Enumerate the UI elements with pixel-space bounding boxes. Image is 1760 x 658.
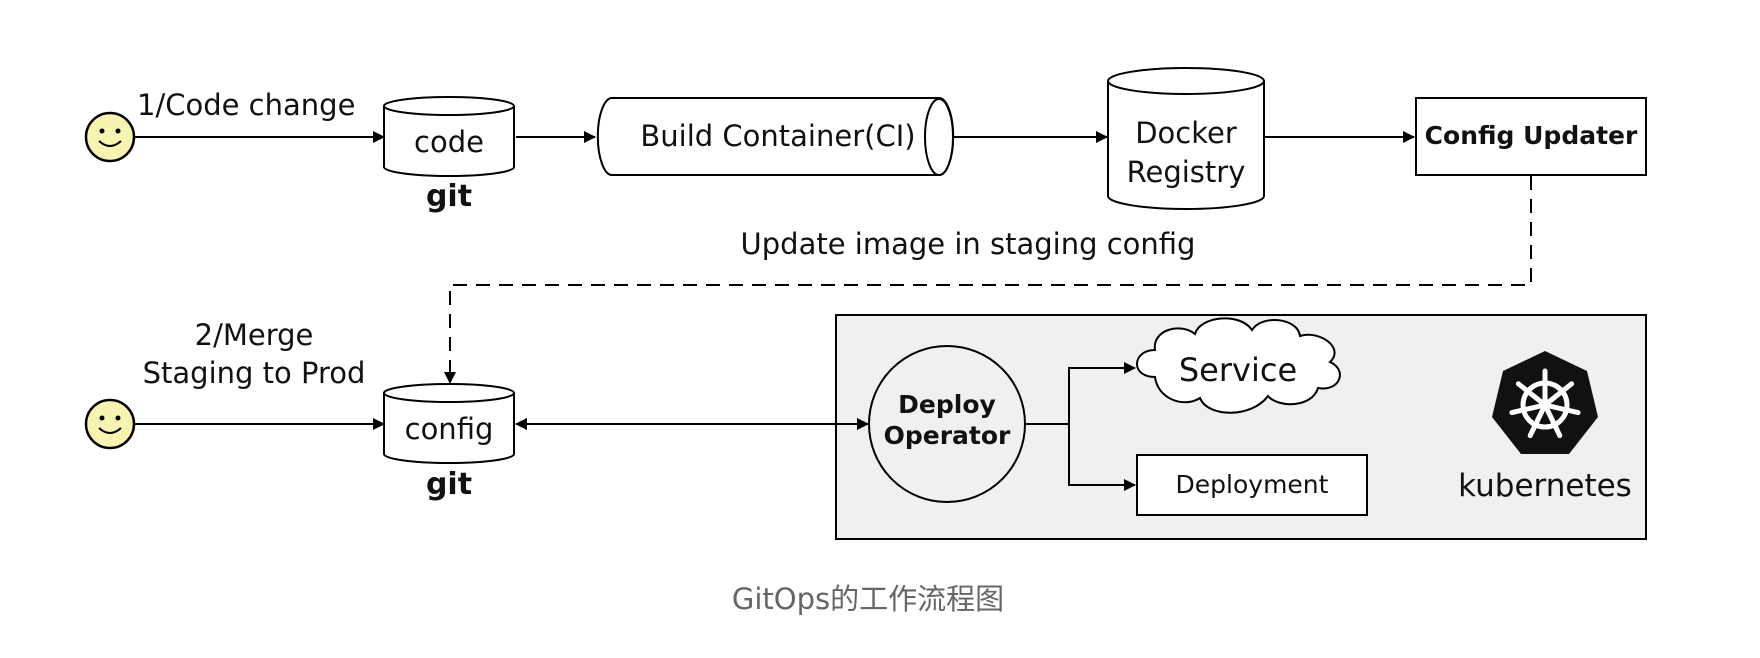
- code-repo-cylinder: [383, 96, 515, 177]
- edge-update-image-dashed: [444, 176, 1532, 384]
- docker-registry-label-line2: Registry: [1127, 155, 1246, 189]
- service-label: Service: [1179, 351, 1297, 389]
- edge-label-update-image: Update image in staging config: [741, 227, 1196, 261]
- build-container-cylinder: [596, 97, 955, 176]
- deployment-label: Deployment: [1176, 470, 1329, 499]
- smiley-face-icon: [84, 398, 136, 450]
- edge-label-code-change: 1/Code change: [137, 88, 355, 122]
- smiley-face-icon: [84, 111, 136, 163]
- docker-registry-label-line1: Docker: [1135, 116, 1237, 150]
- kubernetes-helm-icon: [1492, 351, 1598, 454]
- service-cloud: [1136, 317, 1341, 414]
- config-repo-cylinder: [383, 383, 515, 464]
- deploy-operator-label-line1: Deploy: [898, 390, 996, 419]
- deployment-box: [1136, 454, 1368, 516]
- edge-operator-to-service: [1025, 362, 1136, 425]
- code-repo-label: code: [414, 125, 484, 159]
- config-repo-label: config: [405, 412, 494, 446]
- kubernetes-label: kubernetes: [1458, 468, 1632, 504]
- edge-operator-to-deployment: [1068, 424, 1136, 491]
- config-updater-label: Config Updater: [1425, 121, 1638, 150]
- docker-registry-cylinder: [1107, 67, 1265, 210]
- config-updater-box: [1415, 97, 1647, 176]
- edge-label-merge-line2: Staging to Prod: [143, 356, 366, 390]
- config-repo-git-label: git: [426, 467, 472, 502]
- edge-label-merge-line1: 2/Merge: [195, 318, 314, 352]
- diagram-caption: GitOps的工作流程图: [732, 582, 1004, 616]
- build-container-label: Build Container(CI): [640, 119, 915, 153]
- code-repo-git-label: git: [426, 179, 472, 214]
- deploy-operator-label-line2: Operator: [884, 421, 1011, 450]
